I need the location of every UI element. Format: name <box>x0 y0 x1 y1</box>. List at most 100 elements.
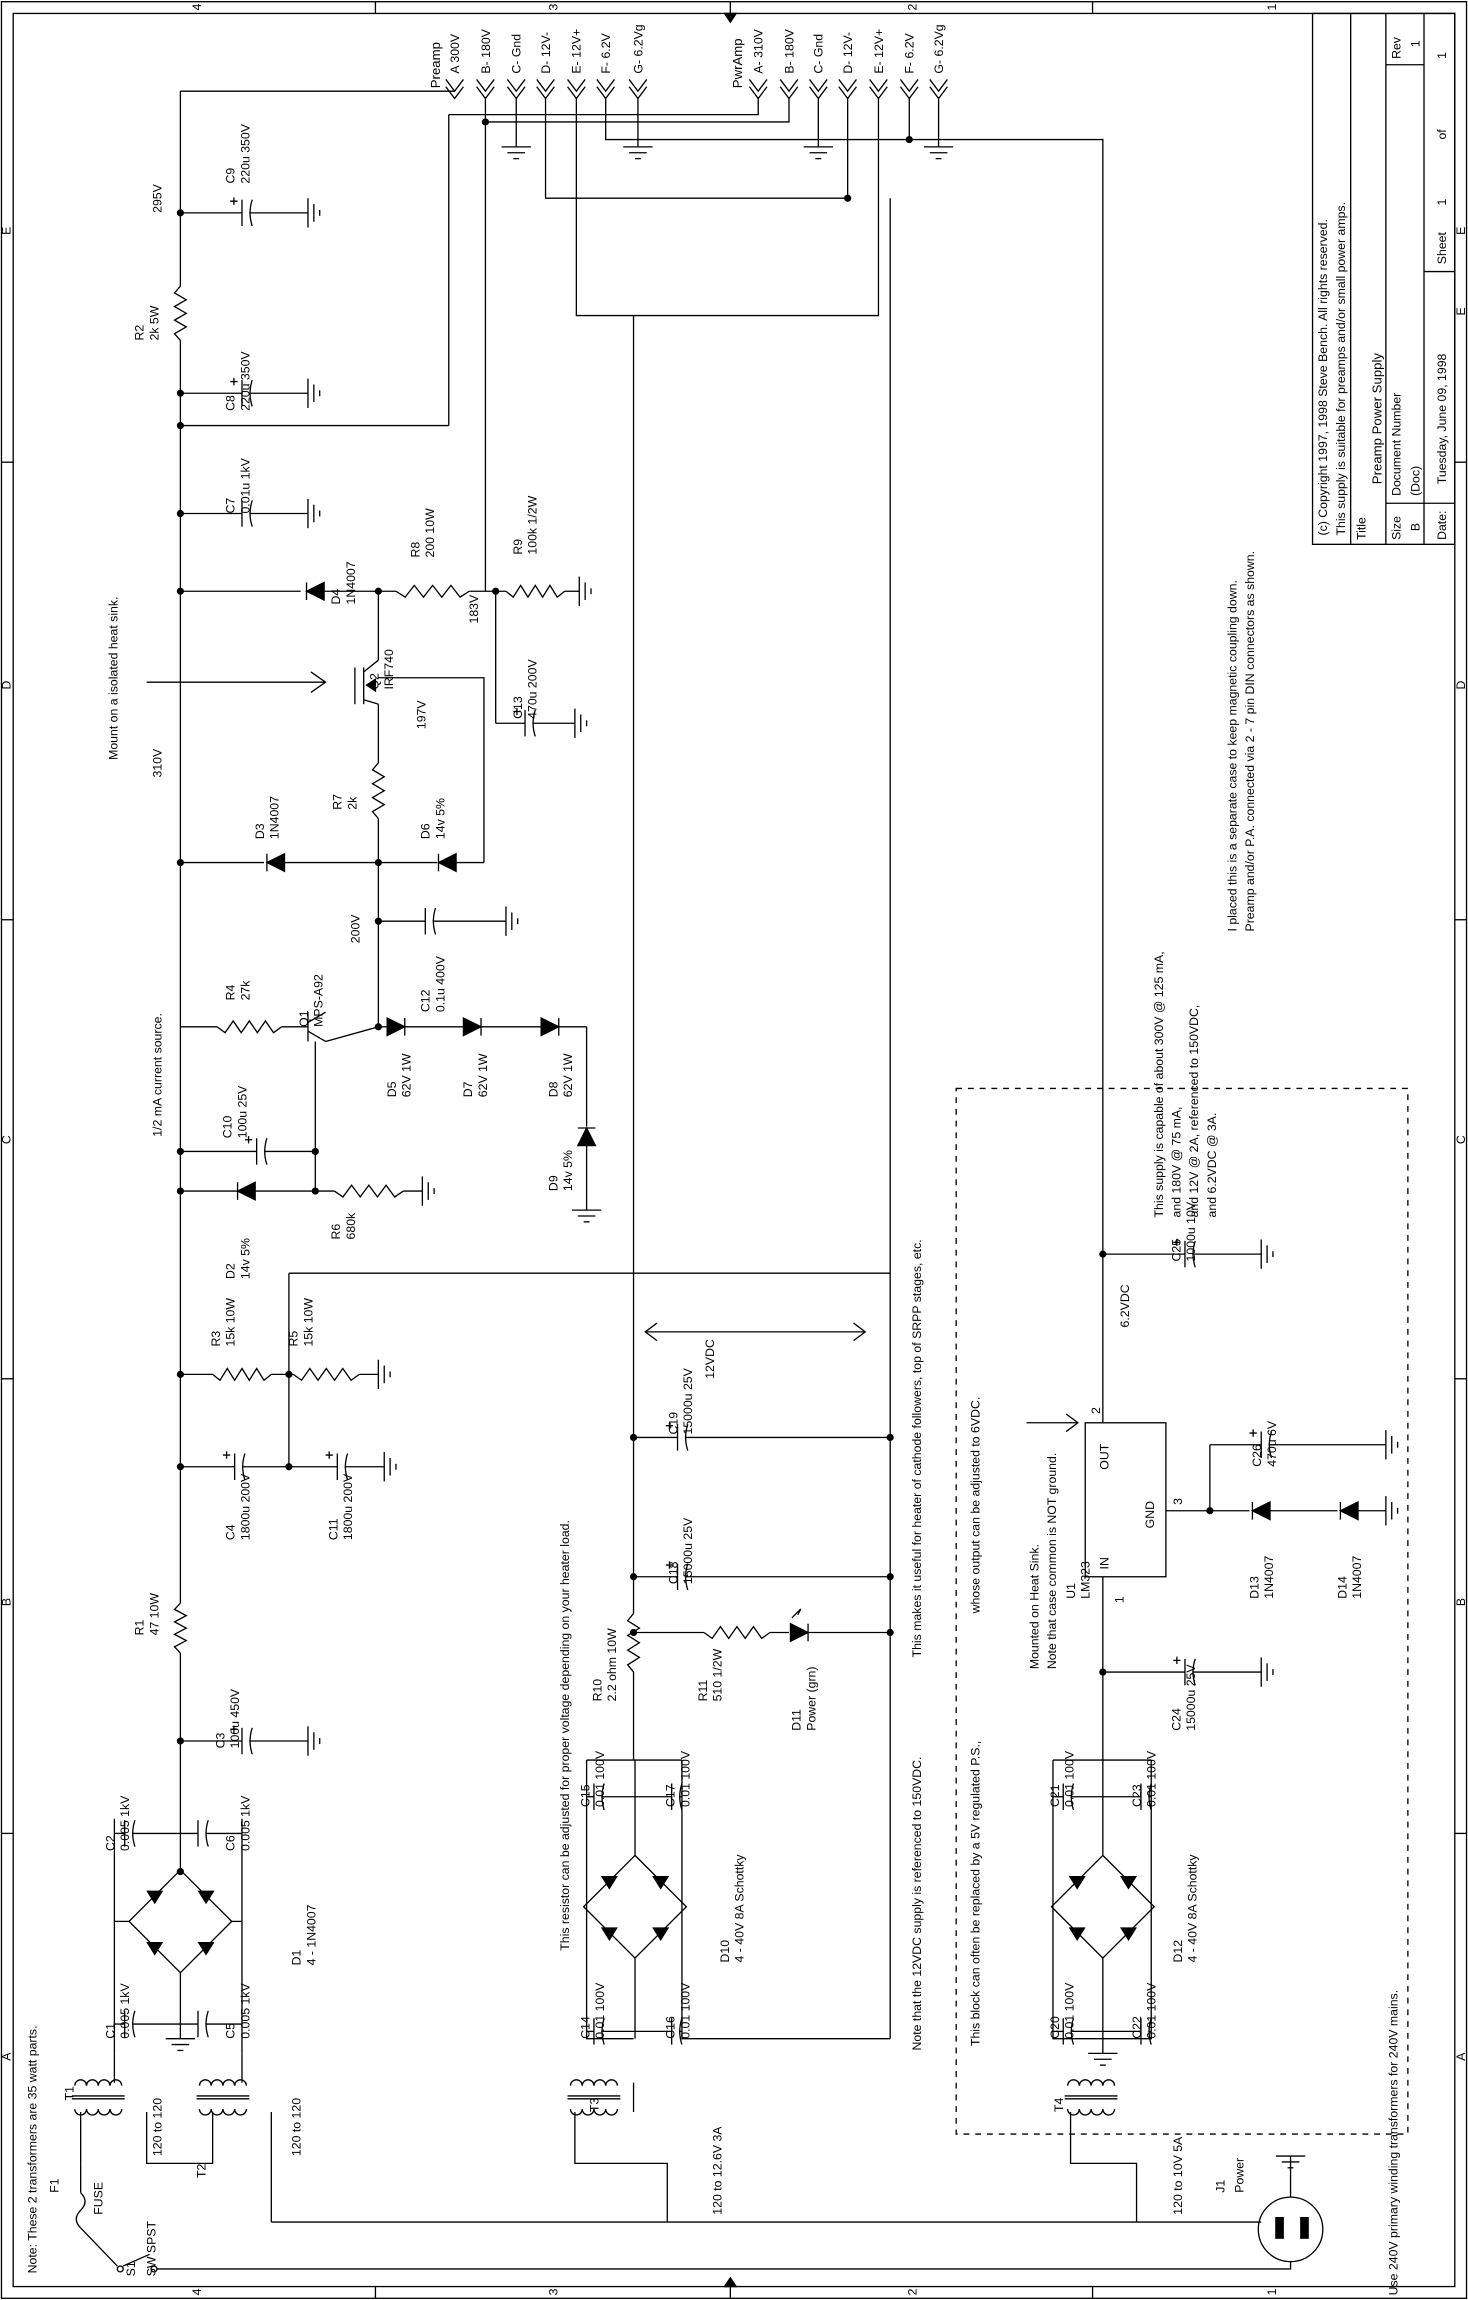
capacitor <box>671 1783 683 1811</box>
zone-col-label: 3 <box>546 2288 560 2295</box>
ref-f1: F1 <box>48 2178 62 2193</box>
title-label: Title <box>1354 517 1368 540</box>
ground-icon <box>421 1176 435 1206</box>
bridge-diode <box>1119 1927 1138 1941</box>
value-r9: 100k 1/2W <box>526 495 540 554</box>
zone-col-label: 3 <box>546 4 560 11</box>
value-d12: 4 - 40V 8A Schottky <box>1186 1854 1200 1963</box>
label-nodes-v183: 183V <box>467 594 481 624</box>
bridge-outline <box>128 1869 233 1974</box>
connector-preamp-label: Preamp <box>428 42 443 88</box>
diode-triangle <box>540 1016 561 1037</box>
value-j1: Power <box>1233 2158 1247 2193</box>
ref-d11: D11 <box>790 1709 804 1731</box>
pin-3-label: 3 <box>1171 1498 1185 1505</box>
winding <box>569 2109 583 2116</box>
doc-number-label: Document Number <box>1390 393 1404 496</box>
diode-triangle <box>386 1016 407 1037</box>
ground-icon <box>1385 1430 1399 1460</box>
resistor-zigzag <box>173 285 188 341</box>
ground-icon <box>1275 2155 1306 2169</box>
polarity-plus-icon <box>230 197 238 205</box>
label-notes-case_1: I placed this is a separate case to keep… <box>1225 580 1239 931</box>
zone-row-label: B <box>0 1598 13 1606</box>
value-d8: 62V 1W <box>561 1053 575 1097</box>
cap-plate <box>684 1424 689 1451</box>
connector-pin-icon <box>476 79 495 100</box>
ground-icon <box>578 576 592 606</box>
label-notes-current_source: 1/2 mA current source. <box>150 1013 164 1137</box>
value-c9: 220u 350V <box>238 123 252 183</box>
resistor-zigzag <box>703 1625 771 1640</box>
winding <box>1090 2079 1104 2086</box>
ground-icon <box>377 1359 391 1390</box>
ref-c5: C5 <box>224 2023 238 2039</box>
ground-icon <box>1385 1496 1399 1526</box>
ref-d5: D5 <box>385 1081 399 1097</box>
diode-triangle <box>789 1622 810 1643</box>
label-nodes-v310: 310V <box>150 748 164 778</box>
label-nodes-v295: 295V <box>150 183 164 213</box>
label-notes-heat_sink: Mount on a isolated heat sink. <box>106 597 120 760</box>
ref-c1: C1 <box>103 2023 117 2039</box>
capacitor <box>197 1819 209 1847</box>
junction-dot <box>629 1573 638 1581</box>
sheet-title: Preamp Power Supply <box>1369 353 1384 485</box>
bridge-diode <box>197 1942 215 1956</box>
value-q1: MPS-A92 <box>312 974 326 1027</box>
winding <box>1078 2109 1092 2116</box>
capacitor <box>123 1819 136 1847</box>
connector-preamp-pin: B- 180V <box>479 28 493 73</box>
junction-dot <box>629 1433 638 1442</box>
zone-row-label: A <box>1454 2052 1468 2061</box>
ground-icon <box>803 146 833 160</box>
connector-pin-icon <box>869 79 888 100</box>
emitter <box>307 1011 326 1023</box>
connector-preamp-pin: F- 6.2V <box>599 32 613 73</box>
ground-icon <box>1260 1657 1274 1687</box>
transformer <box>196 2079 250 2116</box>
diode-triangle <box>236 1181 256 1201</box>
winding <box>222 2079 236 2086</box>
ref-c26: C26 <box>1250 1444 1264 1467</box>
switch-contact <box>150 2265 158 2273</box>
ground-icon <box>1260 1239 1274 1269</box>
bridge-diode <box>652 1927 670 1941</box>
ref-c7: C7 <box>224 498 238 514</box>
resistor <box>292 1367 360 1382</box>
ref-c2: C2 <box>103 1835 117 1851</box>
winding <box>198 2109 212 2116</box>
chevron <box>779 86 799 100</box>
wire <box>1069 2112 1138 2223</box>
winding <box>569 2079 583 2086</box>
label-nodes-v197: 197V <box>414 700 428 730</box>
value-c12: 0.1u 400V <box>433 955 447 1012</box>
diode-triangle <box>1250 1500 1271 1521</box>
resistor-zigzag <box>212 1367 272 1382</box>
connector-pin-icon <box>748 79 768 100</box>
ref-d2: D2 <box>224 1263 238 1279</box>
junction-dot <box>176 1737 184 1745</box>
resistor-zigzag <box>626 1613 641 1673</box>
value-q2: IRF740 <box>382 649 396 689</box>
connector-pwramp-label: PwrAmp <box>730 38 745 88</box>
center-mark-icon <box>723 2276 738 2288</box>
pin-1-label: 1 <box>1112 1596 1126 1603</box>
chevron <box>476 79 495 93</box>
ref-d12: D12 <box>1171 1940 1185 1963</box>
size-value: B <box>1409 523 1423 531</box>
doc-number-value: (Doc) <box>1409 466 1423 496</box>
diode <box>265 852 286 873</box>
value-r11: 510 1/2W <box>711 1648 725 1701</box>
winding <box>85 2109 99 2116</box>
chevron <box>838 79 857 93</box>
winding <box>1066 2079 1081 2086</box>
value-r5: 15k 10W <box>301 1298 315 1347</box>
value-d13: 1N4007 <box>1262 1556 1276 1599</box>
value-c16: 0.01 100V <box>678 1982 692 2039</box>
value-r1: 47 10W <box>147 1593 161 1636</box>
ref-c17: C17 <box>664 1784 678 1807</box>
copyright-text: (c) Copyright 1997, 1998 Steve Bench. Al… <box>1316 219 1330 535</box>
junction-dot <box>176 1187 184 1195</box>
